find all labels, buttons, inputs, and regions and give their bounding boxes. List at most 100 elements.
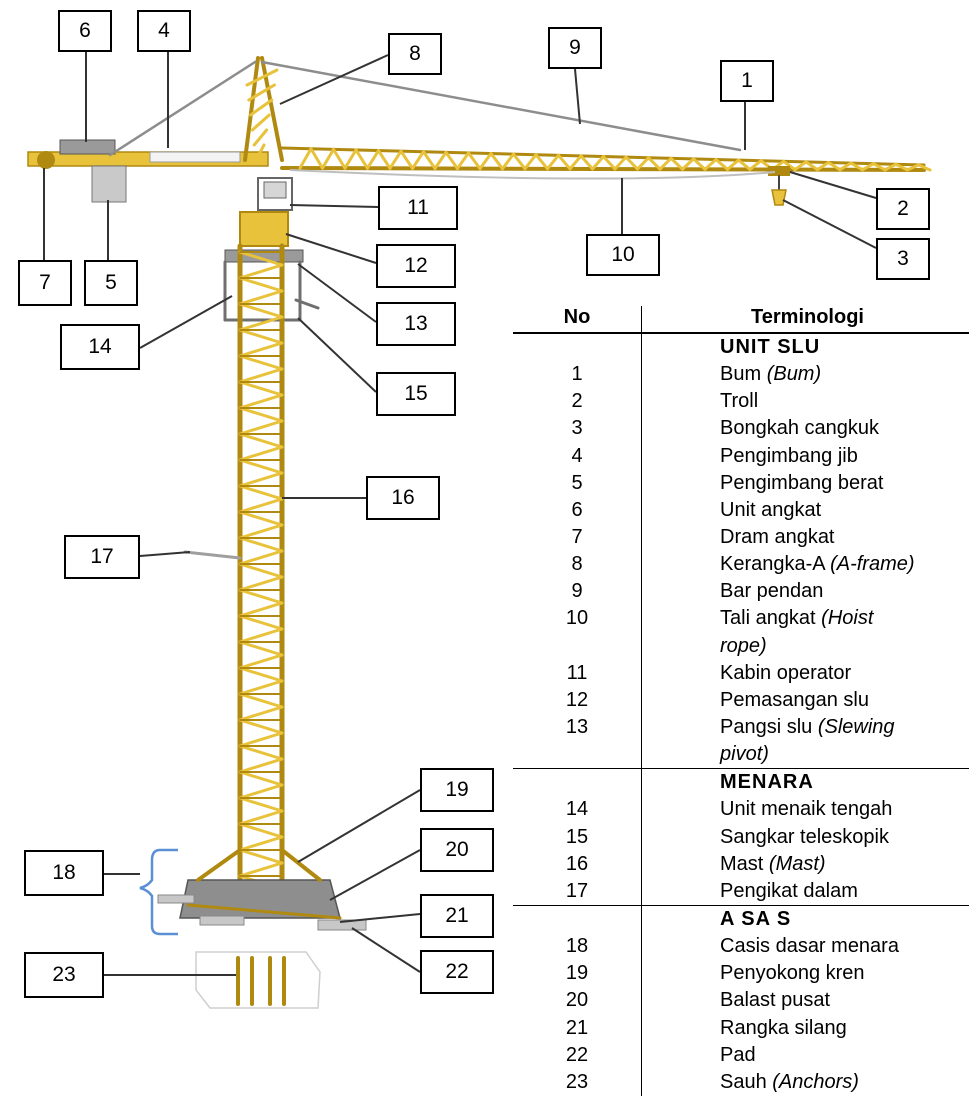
callout-label-16: 16 bbox=[366, 476, 440, 520]
mast-brace bbox=[240, 499, 282, 512]
table-cell-term: Rangka silang bbox=[642, 1015, 969, 1042]
table-cell-no: 12 bbox=[513, 687, 642, 714]
jib-lattice-brace bbox=[390, 151, 401, 168]
table-cell-no: 23 bbox=[513, 1069, 642, 1096]
a-frame-brace bbox=[252, 115, 269, 130]
table-cell-term: Pemasangan slu bbox=[642, 687, 969, 714]
table-row: pivot) bbox=[513, 741, 969, 769]
table-cell-no: 19 bbox=[513, 960, 642, 987]
table-cell-term: Pengimbang jib bbox=[642, 443, 969, 470]
table-cell-term: Balast pusat bbox=[642, 987, 969, 1014]
term-text: Balast pusat bbox=[720, 989, 830, 1011]
mast-brace bbox=[240, 785, 282, 798]
mast-brace bbox=[240, 291, 282, 304]
callout-label-22: 22 bbox=[420, 950, 494, 994]
table-cell-no: 17 bbox=[513, 878, 642, 906]
table-cell-term: Bar pendan bbox=[642, 578, 969, 605]
callout-label-6: 6 bbox=[58, 10, 112, 52]
term-english: pivot) bbox=[720, 743, 769, 765]
mast bbox=[240, 246, 282, 902]
jib-lattice-brace bbox=[536, 155, 548, 169]
callout-label-14: 14 bbox=[60, 324, 140, 370]
jib-lattice-brace bbox=[300, 149, 311, 168]
term-english: (Bum) bbox=[767, 363, 821, 385]
callout-label-5: 5 bbox=[84, 260, 138, 306]
mast-brace bbox=[240, 460, 282, 473]
table-header-row: No Terminologi bbox=[513, 306, 969, 333]
jib-lattice-brace bbox=[525, 155, 536, 169]
term-text: Tali angkat bbox=[720, 607, 821, 629]
leader-line-3 bbox=[783, 200, 876, 248]
term-english: (Mast) bbox=[769, 853, 826, 875]
callout-label-20: 20 bbox=[420, 828, 494, 872]
term-english: (A-frame) bbox=[830, 553, 914, 575]
leader-line-21 bbox=[340, 914, 420, 922]
jib-lattice-brace bbox=[446, 152, 458, 168]
mast-brace bbox=[240, 369, 282, 382]
mast-brace bbox=[240, 538, 282, 551]
internal-tie bbox=[185, 552, 240, 558]
table-section-row: A SA S bbox=[513, 905, 969, 933]
table-cell-term: rope) bbox=[642, 633, 969, 660]
term-text: Rangka silang bbox=[720, 1017, 847, 1039]
table-cell-no: 1 bbox=[513, 361, 642, 388]
jib-lattice-brace bbox=[469, 153, 481, 169]
mast-brace bbox=[240, 434, 282, 447]
counter-jib-walkway bbox=[150, 152, 240, 162]
callout-label-17: 17 bbox=[64, 535, 140, 579]
table-cell-no: 3 bbox=[513, 415, 642, 442]
jib-lattice-brace bbox=[356, 150, 368, 168]
jib-lattice-brace bbox=[480, 154, 491, 169]
table-cell-term: Mast (Mast) bbox=[642, 851, 969, 878]
term-text: Kerangka-A bbox=[720, 553, 830, 575]
jib-pendant-bar bbox=[262, 62, 740, 150]
cab-window bbox=[264, 182, 286, 198]
mast-brace bbox=[240, 330, 282, 343]
table-cell-term: Dram angkat bbox=[642, 524, 969, 551]
jib-lattice bbox=[282, 148, 930, 170]
jib-lattice-brace bbox=[458, 153, 469, 169]
table-cell-no: 4 bbox=[513, 443, 642, 470]
table-section-row: MENARA bbox=[513, 769, 969, 797]
mast-brace bbox=[240, 733, 282, 746]
callout-label-1: 1 bbox=[720, 60, 774, 102]
table-cell-no: 9 bbox=[513, 578, 642, 605]
callout-label-7: 7 bbox=[18, 260, 72, 306]
table-cell-term: Penyokong kren bbox=[642, 960, 969, 987]
term-text: Pengikat dalam bbox=[720, 880, 858, 902]
jib-lattice-brace bbox=[401, 151, 413, 168]
table-cell-no bbox=[513, 905, 642, 933]
term-text: Penyokong kren bbox=[720, 962, 865, 984]
callout-label-21: 21 bbox=[420, 894, 494, 938]
hook-block bbox=[772, 190, 786, 205]
table-cell-no: 7 bbox=[513, 524, 642, 551]
mast-brace bbox=[240, 668, 282, 681]
table-cell-no: 14 bbox=[513, 796, 642, 823]
term-text: Sauh bbox=[720, 1071, 772, 1093]
table-cell-no: 10 bbox=[513, 605, 642, 632]
mast-brace bbox=[240, 577, 282, 590]
table-cell-term: Tali angkat (Hoist bbox=[642, 605, 969, 632]
leader-line-15 bbox=[298, 318, 376, 392]
mast-brace bbox=[240, 473, 282, 486]
table-cell-no: 22 bbox=[513, 1042, 642, 1069]
table-row: 17 Pengikat dalam bbox=[513, 878, 969, 906]
table-cell-term: Bum (Bum) bbox=[642, 361, 969, 388]
table-cell-term: Pengikat dalam bbox=[642, 878, 969, 906]
table-cell-no: 8 bbox=[513, 551, 642, 578]
counter-jib-pendant-bar bbox=[110, 62, 255, 155]
mast-brace bbox=[240, 447, 282, 460]
mast-brace bbox=[240, 863, 282, 876]
jib-lattice-brace bbox=[311, 149, 323, 168]
jib-lattice-brace bbox=[413, 152, 424, 169]
